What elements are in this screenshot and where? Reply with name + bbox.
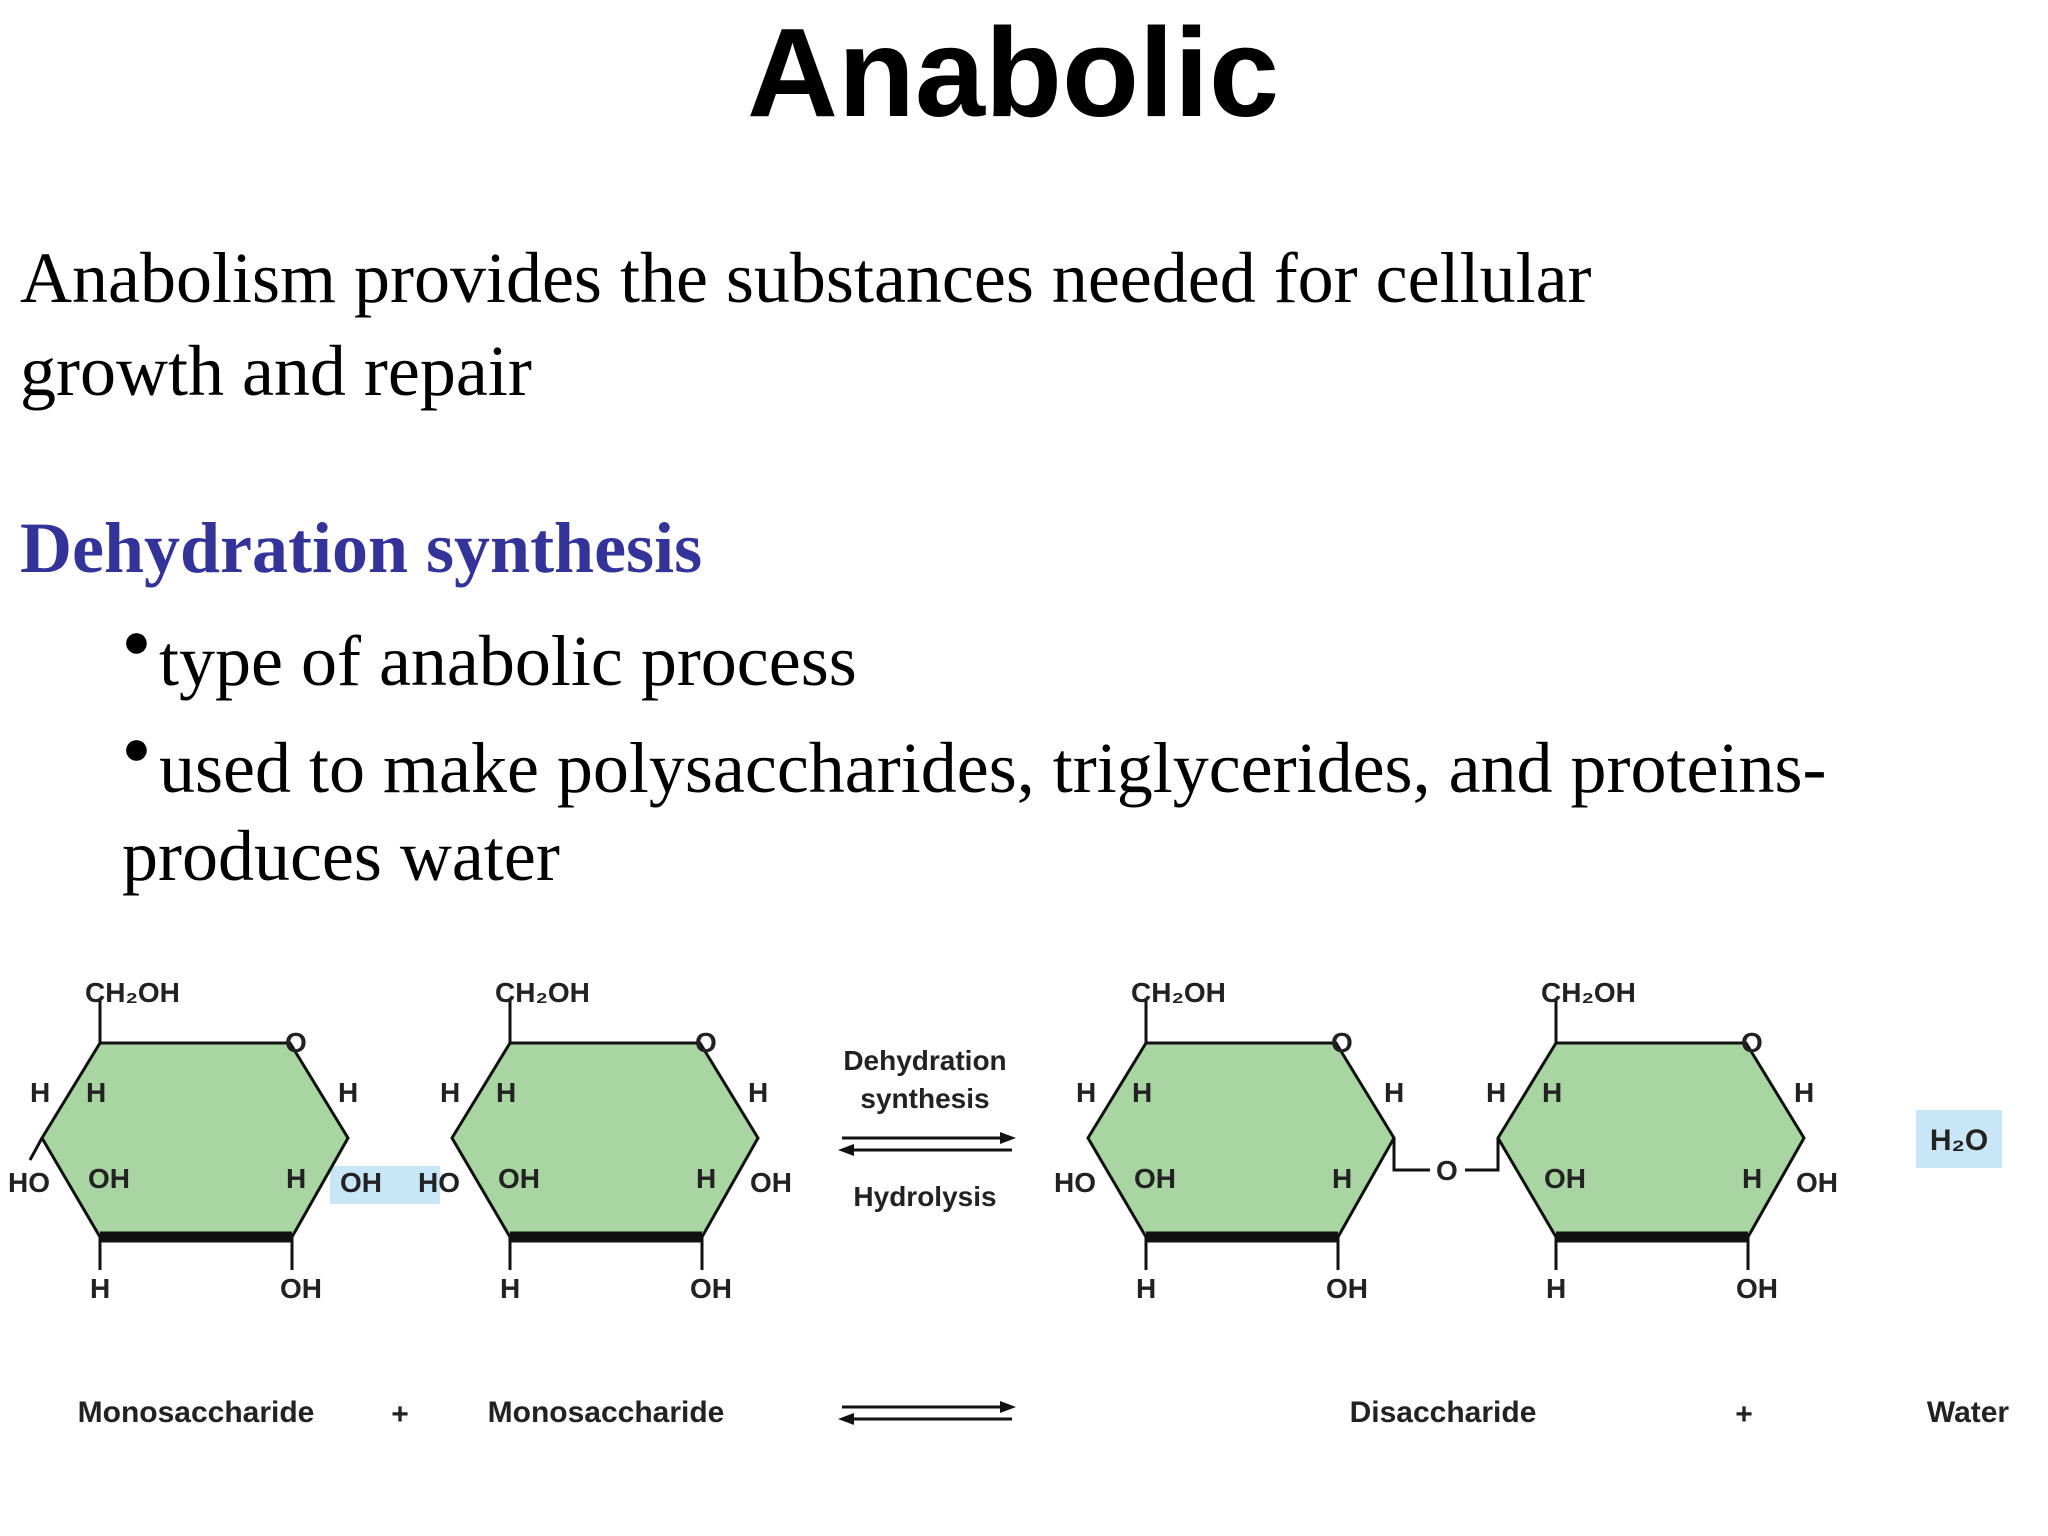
water-label: Water bbox=[1927, 1396, 2010, 1429]
dehydration-label-line1: Dehydration bbox=[843, 1045, 1006, 1076]
water-highlight bbox=[1916, 1110, 2002, 1168]
ring-oxygen: O bbox=[695, 1027, 717, 1058]
atom-ho: HO bbox=[1054, 1167, 1096, 1198]
atom-oh: OH bbox=[1134, 1163, 1176, 1194]
atom-h: H bbox=[1546, 1273, 1566, 1304]
disaccharide-label: Disaccharide bbox=[1350, 1396, 1537, 1429]
section-heading: Dehydration synthesis bbox=[20, 508, 703, 588]
dehydration-synthesis-diagram: CH₂OH O H H H HO OH H OH H OH CH₂OH O H … bbox=[8, 977, 2010, 1431]
ring-body bbox=[40, 1041, 350, 1239]
bullet-item: ●type of anabolic process bbox=[122, 598, 1922, 705]
glucose-ring-3: CH₂OH O H H H HO OH H H OH bbox=[1054, 977, 1404, 1304]
hydroxyl-highlight bbox=[330, 1166, 440, 1204]
reversible-arrow-icon bbox=[838, 1132, 1016, 1156]
ch2oh-label: CH₂OH bbox=[1541, 977, 1636, 1008]
atom-h: H bbox=[1542, 1077, 1562, 1108]
bullet-list: ●type of anabolic process ●used to make … bbox=[122, 598, 1922, 900]
atom-oh: OH bbox=[1326, 1273, 1368, 1304]
atom-h: H bbox=[1486, 1077, 1506, 1108]
atom-oh: OH bbox=[1544, 1163, 1586, 1194]
atom-oh: OH bbox=[88, 1163, 130, 1194]
ch2oh-label: CH₂OH bbox=[1131, 977, 1226, 1008]
glucose-ring-4: CH₂OH O H H H OH H OH H OH bbox=[1486, 977, 1838, 1304]
atom-h: H bbox=[748, 1077, 768, 1108]
atom-h: H bbox=[1384, 1077, 1404, 1108]
intro-text: Anabolism provides the substances needed… bbox=[20, 238, 1592, 411]
plus-sign-1: + bbox=[391, 1398, 409, 1431]
atom-h: H bbox=[86, 1077, 106, 1108]
glucose-ring-2: CH₂OH O H H H HO OH H OH H OH bbox=[418, 977, 792, 1304]
bullet-text: type of anabolic process bbox=[159, 621, 857, 701]
atom-h: H bbox=[696, 1163, 716, 1194]
ring-body bbox=[1086, 1041, 1396, 1239]
glycosidic-bond: O bbox=[1392, 1138, 1500, 1186]
atom-ho: HO bbox=[418, 1167, 460, 1198]
bridge-oxygen: O bbox=[1436, 1155, 1458, 1186]
bullet-icon: ● bbox=[122, 722, 151, 775]
atom-h: H bbox=[440, 1077, 460, 1108]
atom-h: H bbox=[1076, 1077, 1096, 1108]
atom-oh: OH bbox=[498, 1163, 540, 1194]
ring-body bbox=[450, 1041, 760, 1239]
atom-h: H bbox=[1332, 1163, 1352, 1194]
atom-h: H bbox=[1794, 1077, 1814, 1108]
atom-oh: OH bbox=[750, 1167, 792, 1198]
atom-h: H bbox=[1136, 1273, 1156, 1304]
atom-h: H bbox=[500, 1273, 520, 1304]
atom-h: H bbox=[496, 1077, 516, 1108]
atom-h: H bbox=[30, 1077, 50, 1108]
atom-h: H bbox=[90, 1273, 110, 1304]
atom-oh: OH bbox=[690, 1273, 732, 1304]
ring-oxygen: O bbox=[1741, 1027, 1763, 1058]
atom-h: H bbox=[286, 1163, 306, 1194]
bullet-text: used to make polysaccharides, triglyceri… bbox=[122, 728, 1827, 896]
bullet-item: ●used to make polysaccharides, triglycer… bbox=[0, 705, 1922, 900]
monosaccharide-label-1: Monosaccharide bbox=[78, 1396, 315, 1429]
hydrolysis-label: Hydrolysis bbox=[853, 1181, 996, 1212]
dehydration-label: Dehydration synthesis bbox=[843, 1045, 1006, 1114]
plus-sign-2: + bbox=[1735, 1398, 1753, 1431]
atom-h: H bbox=[1132, 1077, 1152, 1108]
ch2oh-label: CH₂OH bbox=[495, 977, 590, 1008]
dehydration-label-line2: synthesis bbox=[860, 1083, 989, 1114]
ring-oxygen: O bbox=[285, 1027, 307, 1058]
atom-ho: HO bbox=[8, 1167, 50, 1198]
ring-body bbox=[1496, 1041, 1806, 1239]
atom-oh: OH bbox=[1796, 1167, 1838, 1198]
water-formula: H₂O bbox=[1930, 1124, 1988, 1157]
atom-oh: OH bbox=[1736, 1273, 1778, 1304]
atom-oh: OH bbox=[280, 1273, 322, 1304]
bullet-icon: ● bbox=[122, 615, 151, 668]
reversible-arrow-small-icon bbox=[838, 1401, 1016, 1425]
glucose-ring-1: CH₂OH O H H H HO OH H OH H OH bbox=[8, 977, 382, 1304]
ring-oxygen: O bbox=[1331, 1027, 1353, 1058]
atom-h: H bbox=[338, 1077, 358, 1108]
slide-title: Anabolic bbox=[746, 2, 1280, 143]
monosaccharide-label-2: Monosaccharide bbox=[488, 1396, 725, 1429]
atom-oh: OH bbox=[340, 1167, 382, 1198]
atom-h: H bbox=[1742, 1163, 1762, 1194]
ch2oh-label: CH₂OH bbox=[85, 977, 180, 1008]
